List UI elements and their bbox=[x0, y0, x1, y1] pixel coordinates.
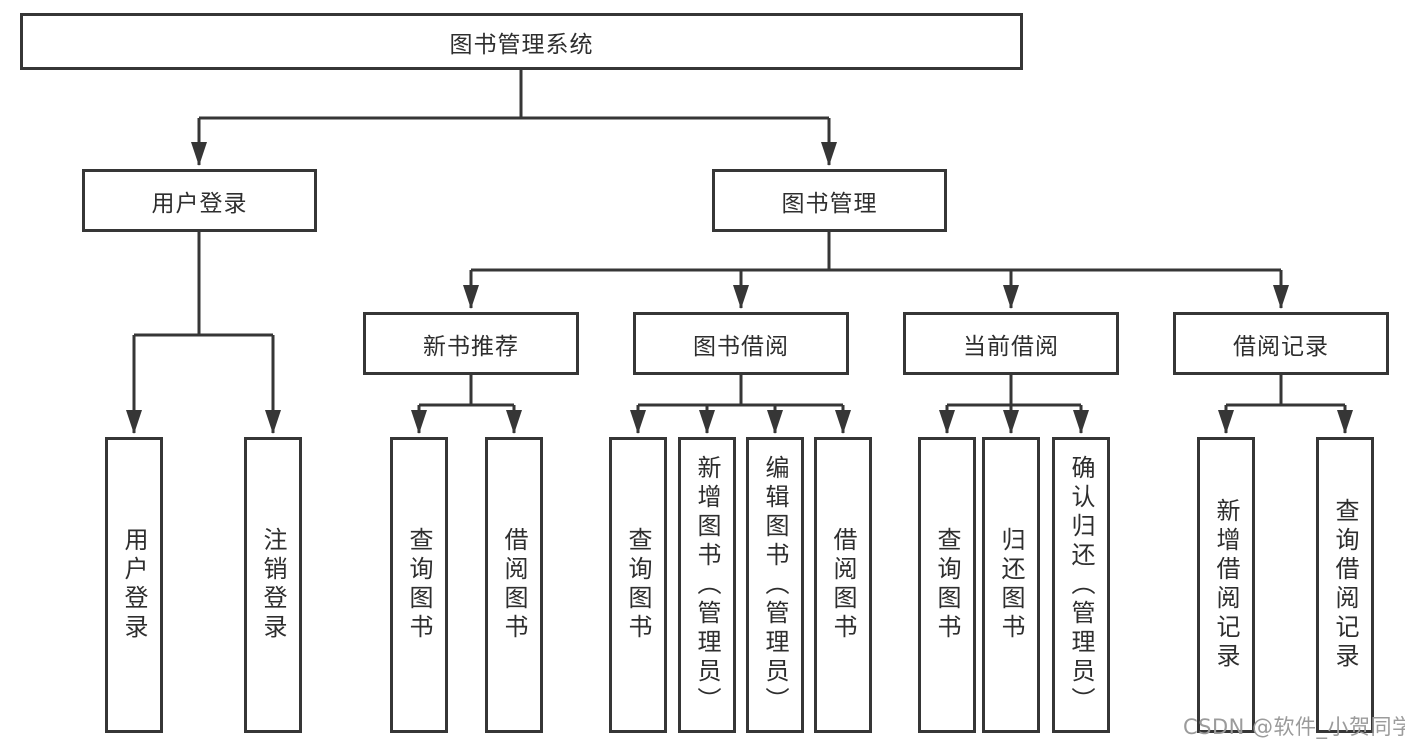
leaf-return-book-label: 归还图书 bbox=[997, 527, 1025, 643]
node-book-management-label: 图书管理 bbox=[781, 190, 878, 217]
leaf-logout: 注销登录 bbox=[244, 437, 302, 733]
leaf-confirm-return-admin-label: 确认归还（管理员） bbox=[1067, 454, 1095, 716]
node-borrow-record: 借阅记录 bbox=[1173, 312, 1389, 375]
node-root: 图书管理系统 bbox=[20, 13, 1023, 70]
node-borrow-record-label: 借阅记录 bbox=[1233, 333, 1329, 360]
node-user-login: 用户登录 bbox=[82, 169, 317, 232]
node-book-borrow-label: 图书借阅 bbox=[693, 333, 789, 360]
leaf-user-login: 用户登录 bbox=[105, 437, 163, 733]
watermark: CSDN @软件_小贺同学 bbox=[1183, 715, 1405, 739]
leaf-borrow-query-book: 查询图书 bbox=[609, 437, 667, 733]
leaf-recommend-borrow-book: 借阅图书 bbox=[485, 437, 543, 733]
leaf-add-book-admin: 新增图书（管理员） bbox=[678, 437, 736, 733]
leaf-user-login-label: 用户登录 bbox=[120, 527, 148, 643]
node-book-borrow: 图书借阅 bbox=[633, 312, 849, 375]
node-book-management: 图书管理 bbox=[712, 169, 947, 232]
leaf-edit-book-admin-label: 编辑图书（管理员） bbox=[761, 454, 789, 716]
leaf-current-query-book: 查询图书 bbox=[918, 437, 976, 733]
leaf-recommend-query-book: 查询图书 bbox=[390, 437, 448, 733]
leaf-recommend-query-book-label: 查询图书 bbox=[405, 527, 433, 643]
leaf-query-borrow-record: 查询借阅记录 bbox=[1316, 437, 1374, 733]
leaf-add-borrow-record: 新增借阅记录 bbox=[1197, 437, 1255, 733]
leaf-borrow-book-label: 借阅图书 bbox=[829, 527, 857, 643]
leaf-add-borrow-record-label: 新增借阅记录 bbox=[1212, 498, 1240, 672]
leaf-recommend-borrow-book-label: 借阅图书 bbox=[500, 527, 528, 643]
node-root-label: 图书管理系统 bbox=[449, 31, 594, 58]
leaf-query-borrow-record-label: 查询借阅记录 bbox=[1331, 498, 1359, 672]
leaf-borrow-book: 借阅图书 bbox=[814, 437, 872, 733]
node-user-login-label: 用户登录 bbox=[151, 190, 248, 217]
leaf-current-query-book-label: 查询图书 bbox=[933, 527, 961, 643]
node-new-book-recommend-label: 新书推荐 bbox=[423, 333, 519, 360]
leaf-edit-book-admin: 编辑图书（管理员） bbox=[746, 437, 804, 733]
leaf-logout-label: 注销登录 bbox=[259, 527, 287, 643]
node-new-book-recommend: 新书推荐 bbox=[363, 312, 579, 375]
leaf-borrow-query-book-label: 查询图书 bbox=[624, 527, 652, 643]
leaf-return-book: 归还图书 bbox=[982, 437, 1040, 733]
leaf-add-book-admin-label: 新增图书（管理员） bbox=[693, 454, 721, 716]
node-current-borrow: 当前借阅 bbox=[903, 312, 1119, 375]
node-current-borrow-label: 当前借阅 bbox=[963, 333, 1059, 360]
leaf-confirm-return-admin: 确认归还（管理员） bbox=[1052, 437, 1110, 733]
